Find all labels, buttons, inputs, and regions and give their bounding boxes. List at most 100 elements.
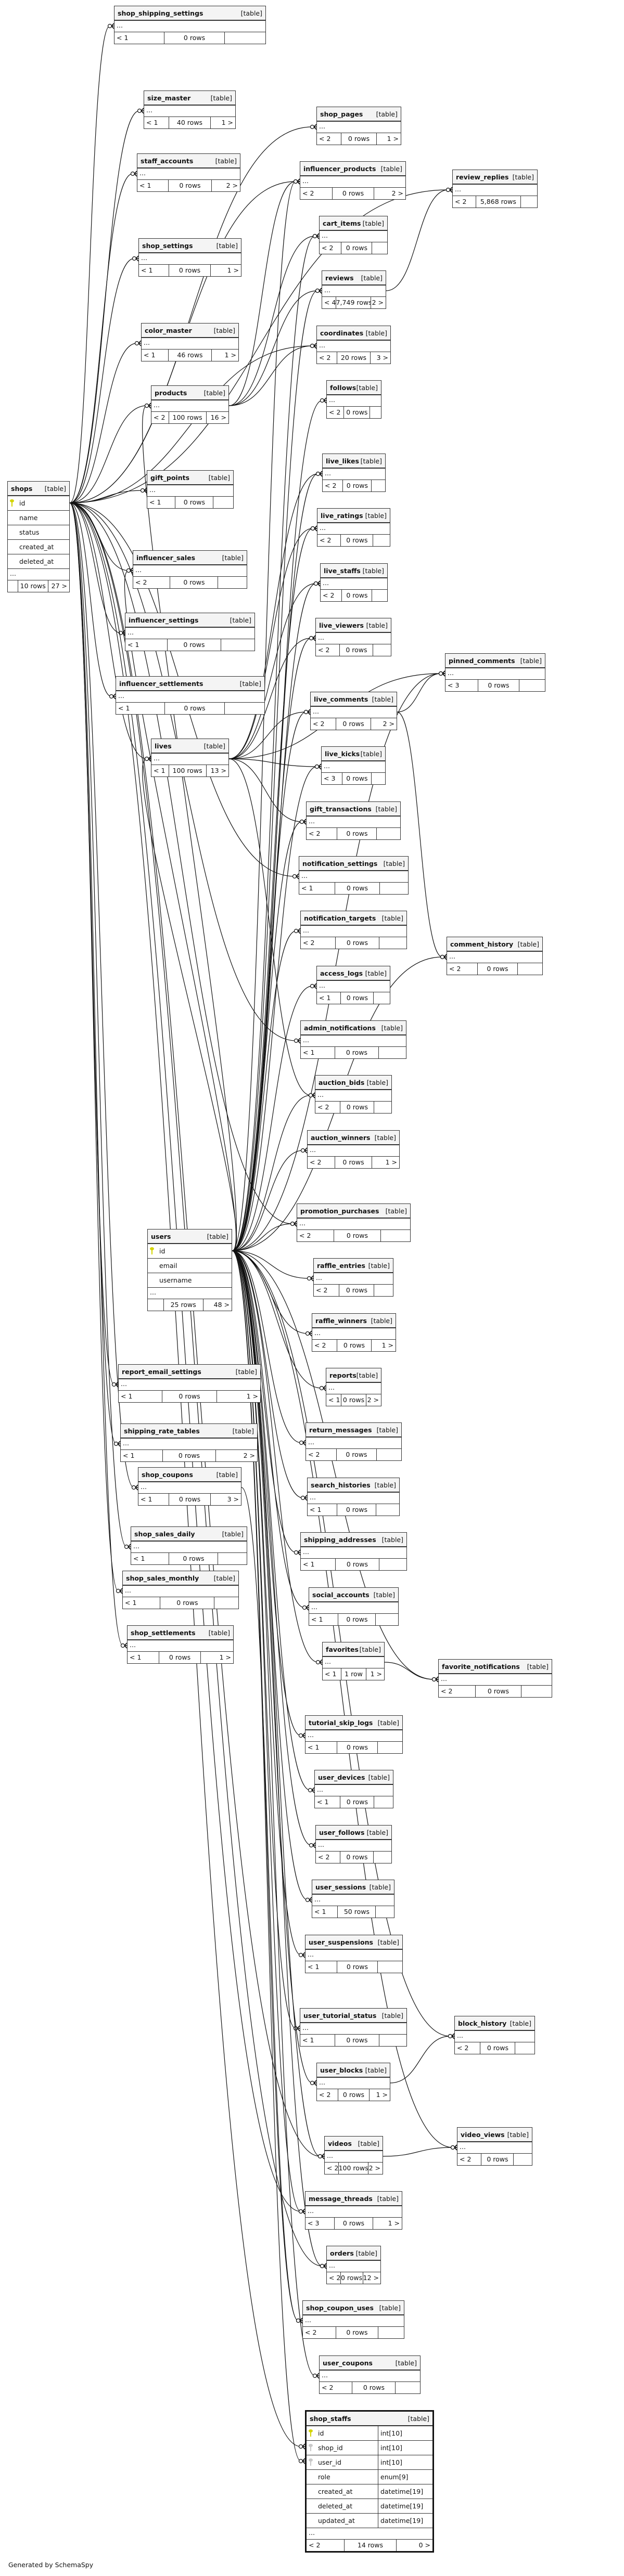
more-columns-ellipsis[interactable]: ... <box>317 981 390 992</box>
more-columns-ellipsis[interactable]: ... <box>439 1674 552 1686</box>
table-header[interactable]: cart_items[table] <box>320 216 387 231</box>
more-columns-ellipsis[interactable]: ... <box>305 2206 402 2218</box>
children-link[interactable]: 2 > <box>372 299 384 306</box>
more-columns-ellipsis[interactable]: ... <box>326 1383 381 1394</box>
table-header[interactable]: admin_notifications[table] <box>301 1021 406 1035</box>
more-columns-ellipsis[interactable]: ... <box>297 1219 410 1230</box>
parents-link[interactable]: < 2 <box>307 828 338 839</box>
more-columns-ellipsis[interactable]: ... <box>305 1730 402 1742</box>
children-link[interactable] <box>372 480 385 491</box>
more-columns-ellipsis[interactable]: ... <box>116 691 264 703</box>
parents-link[interactable]: < 2 <box>315 1102 341 1113</box>
parents-link[interactable]: < 1 <box>138 1494 170 1505</box>
children-link[interactable] <box>514 2154 532 2165</box>
table-header[interactable]: reports[table] <box>326 1368 381 1383</box>
table-header[interactable]: video_views[table] <box>457 2128 532 2142</box>
table-header[interactable]: shipping_addresses[table] <box>301 1533 406 1547</box>
parents-link[interactable]: < 2 <box>453 196 477 208</box>
table-name[interactable]: comment_history <box>450 940 514 948</box>
parents-link[interactable]: < 1 <box>123 1597 161 1609</box>
table-header[interactable]: user_suspensions[table] <box>305 1935 402 1950</box>
table-name[interactable]: return_messages <box>309 1426 372 1434</box>
column-name[interactable]: user_id <box>307 2455 378 2469</box>
table-name[interactable]: coordinates <box>320 329 364 337</box>
parents-link[interactable] <box>148 1299 164 1311</box>
table-name[interactable]: live_likes <box>326 457 359 465</box>
table-name[interactable]: access_logs <box>320 969 363 977</box>
parents-link[interactable]: < 2 <box>327 2272 341 2284</box>
more-columns-ellipsis[interactable]: ... <box>307 817 400 828</box>
parents-link[interactable] <box>8 580 18 592</box>
more-columns-ellipsis[interactable]: ... <box>316 1840 391 1852</box>
more-columns-ellipsis[interactable]: ... <box>139 253 241 265</box>
more-columns-ellipsis[interactable]: ... <box>133 565 247 577</box>
table-header[interactable]: staff_accounts[table] <box>137 154 240 169</box>
table-header[interactable]: review_replies[table] <box>453 170 537 185</box>
more-columns-ellipsis[interactable]: ... <box>322 286 386 297</box>
parents-link[interactable]: < 1 <box>299 883 336 894</box>
table-name[interactable]: video_views <box>461 2130 505 2139</box>
parents-link[interactable]: < 2 <box>303 2327 337 2338</box>
parents-link[interactable]: < 3 <box>305 2218 335 2229</box>
more-columns-ellipsis[interactable]: ... <box>121 1439 257 1450</box>
table-name[interactable]: promotion_purchases <box>300 1207 379 1215</box>
children-link[interactable] <box>378 1742 403 1753</box>
table-header[interactable]: search_histories[table] <box>308 1478 399 1493</box>
table-name[interactable]: message_threads <box>309 2194 373 2203</box>
table-name[interactable]: block_history <box>458 2019 507 2027</box>
more-columns-ellipsis[interactable]: ... <box>123 1586 238 1597</box>
more-columns-ellipsis[interactable]: ... <box>307 2528 432 2540</box>
parents-link[interactable]: < 2 <box>300 188 333 199</box>
children-link[interactable]: 2 > <box>367 1396 379 1404</box>
table-header[interactable]: block_history[table] <box>455 2016 534 2031</box>
table-name[interactable]: reports <box>329 1371 356 1379</box>
parents-link[interactable]: < 1 <box>139 265 170 276</box>
table-header[interactable]: shop_sales_monthly[table] <box>123 1571 238 1586</box>
table-header[interactable]: color_master[table] <box>142 323 238 338</box>
parents-link[interactable]: < 1 <box>312 1906 338 1918</box>
table-header[interactable]: shop_staffs[table] <box>307 2412 432 2426</box>
table-header[interactable]: size_master[table] <box>144 91 235 106</box>
table-name[interactable]: shop_staffs <box>310 2414 351 2423</box>
table-header[interactable]: return_messages[table] <box>306 1423 401 1438</box>
table-header[interactable]: user_follows[table] <box>316 1826 391 1840</box>
more-columns-ellipsis[interactable]: ... <box>457 2142 532 2154</box>
table-name[interactable]: shop_sales_daily <box>134 1530 195 1538</box>
table-name[interactable]: notification_targets <box>304 914 376 922</box>
table-name[interactable]: shop_settlements <box>131 1628 196 1637</box>
table-name[interactable]: user_tutorial_status <box>303 2011 377 2020</box>
parents-link[interactable]: < 2 <box>312 1340 338 1351</box>
more-columns-ellipsis[interactable]: ... <box>314 1273 393 1285</box>
parents-link[interactable]: < 1 <box>151 765 169 776</box>
table-header[interactable]: shop_coupons[table] <box>138 1468 241 1482</box>
more-columns-ellipsis[interactable]: ... <box>323 1657 384 1668</box>
column-row[interactable]: username <box>148 1273 232 1288</box>
table-name[interactable]: reviews <box>325 274 354 282</box>
parents-link[interactable]: < 2 <box>439 1686 476 1697</box>
parents-link[interactable]: < 1 <box>128 1652 160 1663</box>
more-columns-ellipsis[interactable]: ... <box>125 628 254 639</box>
table-name[interactable]: user_follows <box>319 1828 365 1836</box>
parents-link[interactable]: < 2 <box>316 1852 341 1863</box>
table-name[interactable]: admin_notifications <box>304 1024 376 1032</box>
column-name[interactable]: username <box>148 1273 232 1287</box>
children-link[interactable] <box>214 1597 238 1609</box>
table-header[interactable]: favorites[table] <box>323 1642 384 1657</box>
parents-link[interactable]: < 1 <box>144 117 170 128</box>
parents-link[interactable]: < 2 <box>133 577 171 588</box>
